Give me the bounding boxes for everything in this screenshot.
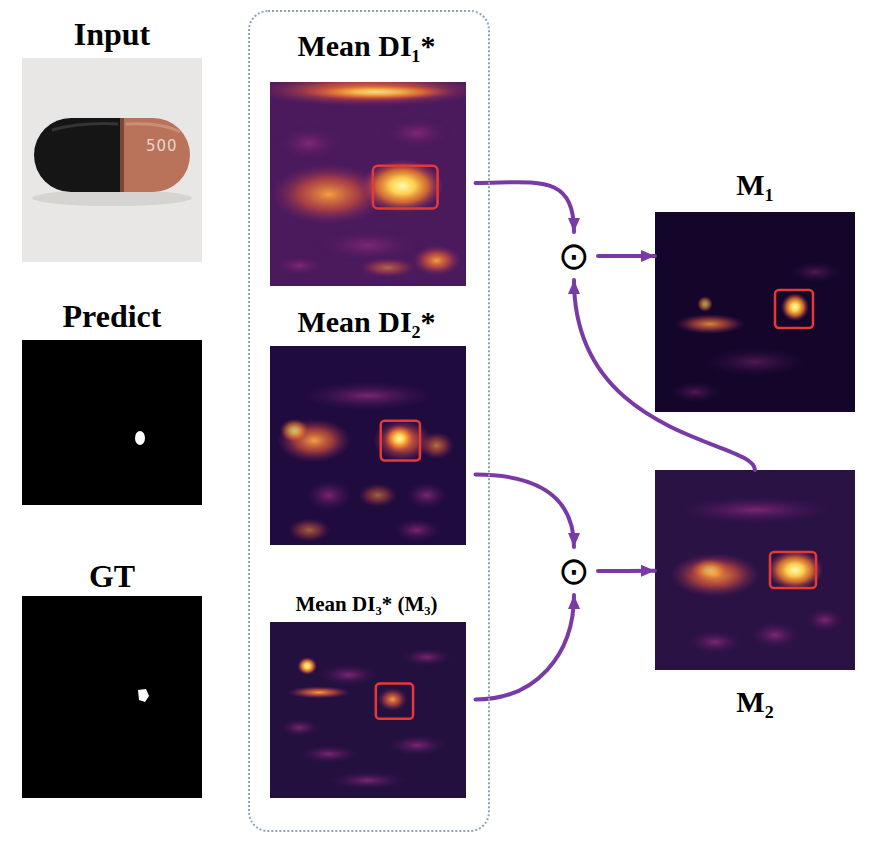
heatmap xyxy=(655,212,855,412)
heatmap-panel: M₂ xyxy=(655,470,855,732)
panel-title: GT xyxy=(22,556,202,596)
operator-symbol: ⊙ xyxy=(550,232,598,280)
panel-title: Mean DI₁* xyxy=(258,18,476,74)
product-operator: ⊙ xyxy=(550,232,598,280)
heatmap xyxy=(655,470,855,670)
predict-mask xyxy=(22,340,202,505)
flow-arrow xyxy=(476,595,575,700)
image-panel: GT xyxy=(22,552,202,798)
panel-title: Input xyxy=(22,12,202,56)
operator-symbol: ⊙ xyxy=(550,547,598,595)
heatmap xyxy=(250,74,485,286)
flow-arrow xyxy=(598,254,655,258)
gt-mask xyxy=(22,596,202,798)
heatmap-panel: Mean DI₂* xyxy=(258,298,476,545)
panel-title: Mean DI₃* (M₃) xyxy=(258,590,476,618)
capsule-print: 500 xyxy=(146,137,178,155)
panel-title: Predict xyxy=(22,294,202,338)
flow-arrow xyxy=(574,280,755,470)
flow-arrow xyxy=(476,475,575,547)
product-operator: ⊙ xyxy=(550,547,598,595)
panel-title: M₁ xyxy=(655,164,855,206)
input-photo xyxy=(22,58,202,262)
heatmap-panel: M₁ xyxy=(655,162,855,412)
panel-title: Mean DI₂* xyxy=(258,302,476,342)
heatmap xyxy=(270,622,466,798)
heatmap xyxy=(270,346,466,545)
flow-arrow xyxy=(598,569,655,573)
image-panel: Predict xyxy=(22,292,202,507)
heatmap-panel: Mean DI₁* xyxy=(258,16,476,286)
heatmap-panel: Mean DI₃* (M₃) xyxy=(258,586,476,798)
panel-title: M₂ xyxy=(655,678,855,726)
dotted-group: Mean DI₁* Mean DI₂* Mean DI₃* (M₃) xyxy=(248,10,490,832)
flow-arrow xyxy=(476,182,575,232)
